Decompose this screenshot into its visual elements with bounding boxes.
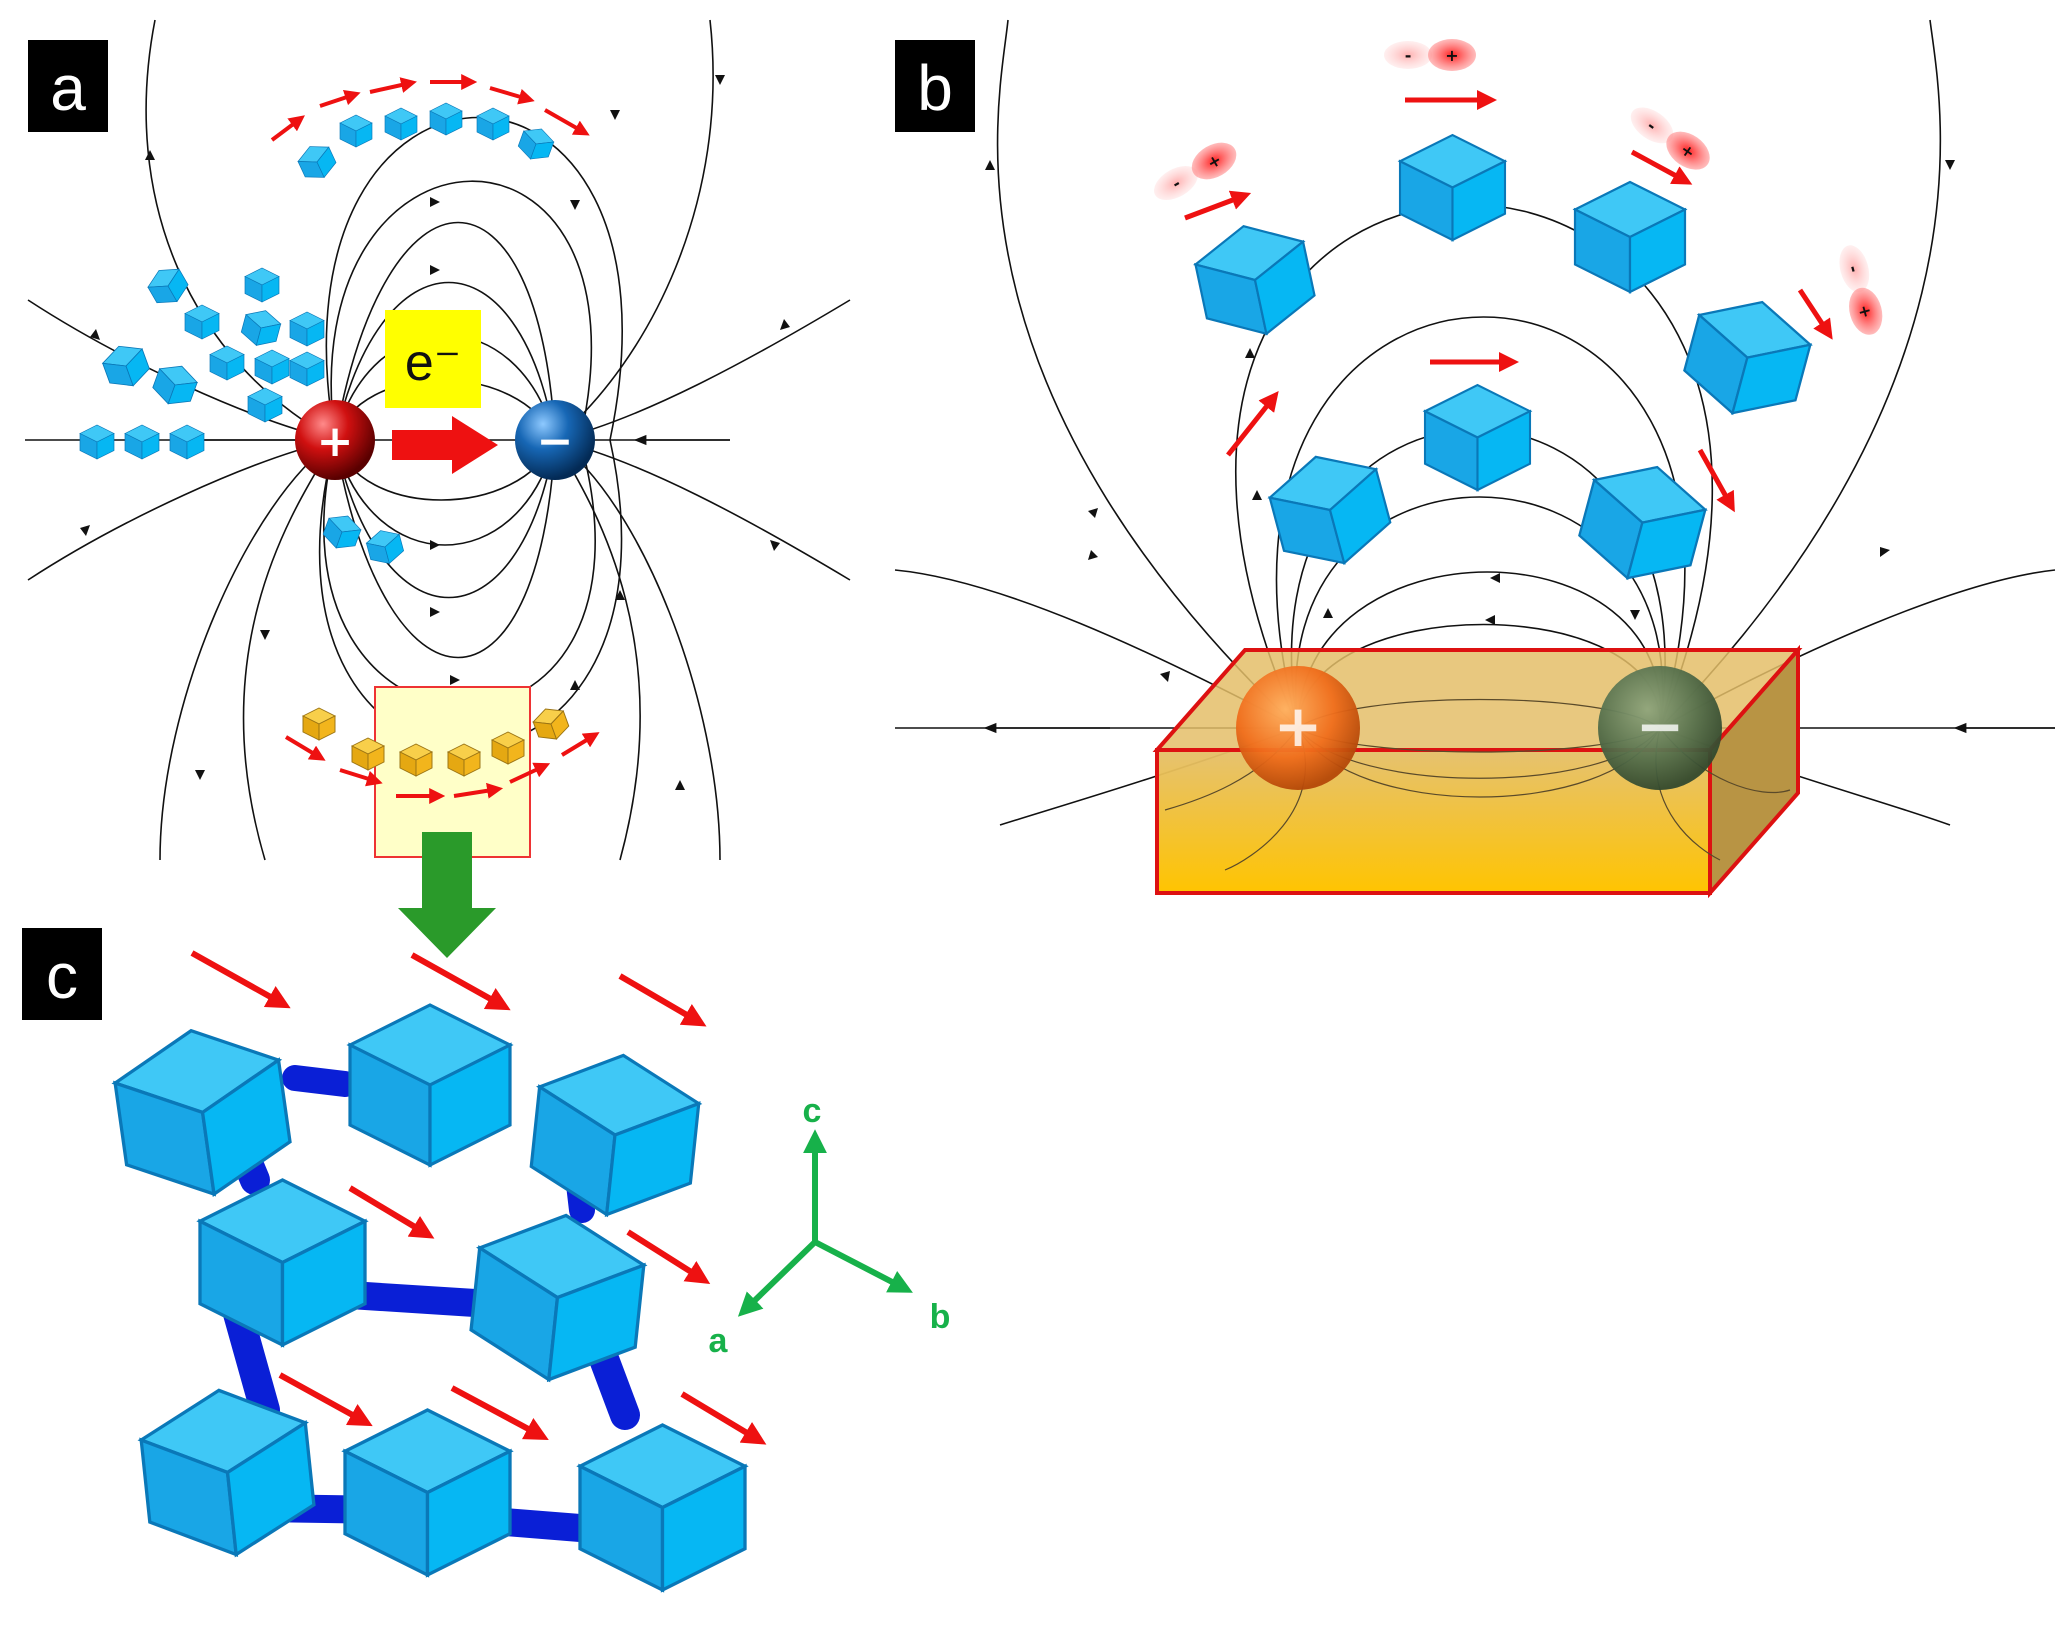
positive-charge-icon: +	[295, 400, 375, 480]
svg-text:+: +	[1274, 692, 1323, 760]
panel-c: c	[22, 928, 951, 1592]
svg-text:+: +	[1445, 46, 1458, 65]
panel-b-inner-cubes	[1261, 383, 1714, 595]
axis-label-b: b	[930, 1298, 951, 1336]
panel-a-top-arrows	[270, 74, 590, 142]
svg-text:−: −	[1636, 692, 1685, 760]
svg-text:−: −	[537, 416, 574, 467]
panel-a-label-box	[28, 40, 108, 132]
axis-label-c: c	[803, 1092, 822, 1130]
negative-charge-icon: −	[1598, 666, 1722, 790]
dipole-orbital-icon: -+ -+ -+ -+	[1154, 39, 1883, 335]
panel-a-field-arrows	[80, 75, 790, 790]
electron-transfer-arrow	[392, 416, 498, 474]
panel-a-left-chain	[79, 424, 205, 460]
highlight-box	[374, 686, 531, 858]
panel-b-arrows	[1184, 90, 1833, 513]
panel-a-top-chain	[294, 102, 557, 185]
panel-b: b	[894, 19, 2056, 899]
svg-text:+: +	[317, 416, 354, 467]
panel-a-bottom-arrows	[284, 732, 600, 804]
electron-label: e⁻	[405, 334, 461, 392]
axis-triad	[737, 1129, 913, 1317]
positive-charge-icon: +	[1236, 666, 1360, 790]
svg-text:-: -	[1405, 46, 1412, 65]
panel-a-lower-pair	[319, 509, 407, 569]
panel-b-outer-cubes	[1188, 133, 1819, 430]
panel-b-label-box	[895, 40, 975, 132]
panel-a-label: a	[50, 52, 86, 124]
panel-c-label-box	[22, 928, 102, 1020]
svg-text:-: -	[1844, 263, 1864, 274]
electron-label-box	[385, 310, 481, 408]
panel-a: a e⁻ + −	[25, 19, 851, 958]
negative-charge-icon: −	[515, 400, 595, 480]
axis-label-a: a	[709, 1322, 729, 1360]
panel-c-arrows	[190, 950, 767, 1445]
panel-b-label: b	[917, 52, 953, 124]
panel-c-label: c	[46, 940, 78, 1012]
down-arrow-icon	[398, 832, 496, 958]
svg-text:+: +	[1854, 302, 1876, 320]
